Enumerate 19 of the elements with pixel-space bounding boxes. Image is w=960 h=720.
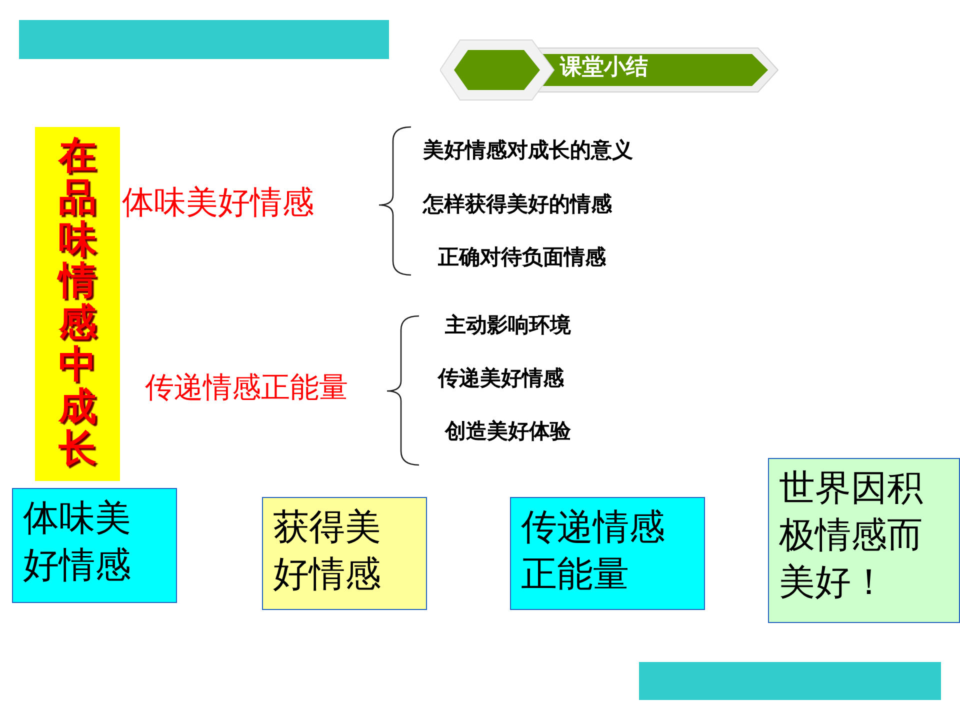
title-text: 课堂小结 [560, 54, 648, 82]
text-card [12, 488, 177, 603]
list-item: 创造美好体验 [445, 419, 571, 444]
card-text: 传递情感正能量 [521, 506, 666, 597]
list-item: 怎样获得美好的情感 [423, 192, 612, 218]
section-heading: 体味美好情感 [122, 183, 314, 222]
card-text: 世界因积极情感而美好！ [779, 467, 924, 605]
list-item: 主动影响环境 [445, 313, 571, 338]
vertical-title: 在品味情感中成长 [58, 135, 96, 470]
text-card [510, 497, 705, 610]
text-card [768, 458, 960, 623]
vertical-banner [35, 127, 120, 481]
list-item: 正确对待负面情感 [438, 245, 606, 270]
card-text: 获得美好情感 [273, 506, 382, 597]
section-heading: 传递情感正能量 [145, 370, 348, 405]
card-text: 体味美好情感 [23, 497, 132, 588]
text-card [262, 497, 427, 610]
list-item: 传递美好情感 [438, 366, 564, 392]
list-item: 美好情感对成长的意义 [423, 138, 633, 164]
